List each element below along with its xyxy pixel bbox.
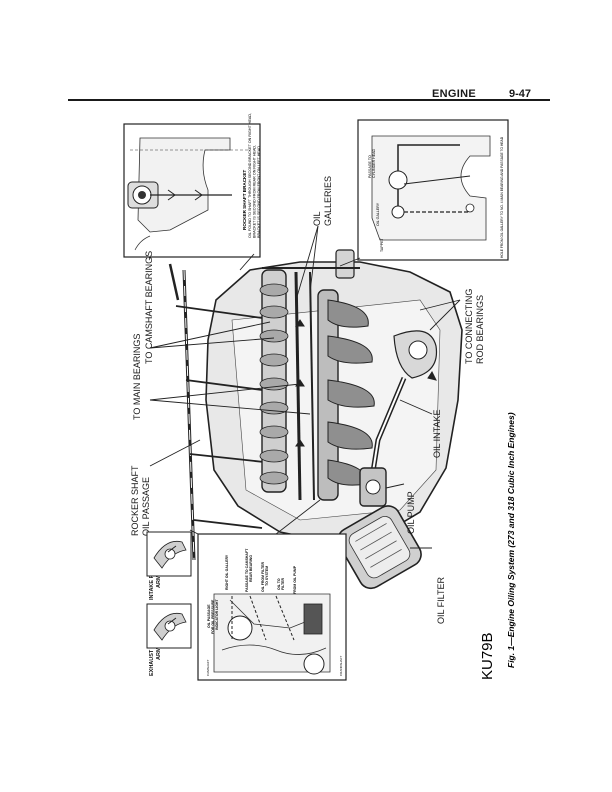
- header-rule: [68, 99, 550, 101]
- block-label-right-gallery: RIGHT OIL GALLERY: [225, 554, 229, 590]
- header-section-title: ENGINE: [432, 88, 476, 100]
- label-rod-bearings: ROD BEARINGS: [475, 295, 485, 364]
- block-label-from-oil-pump: FROM OIL PUMP: [293, 565, 297, 594]
- header-page-number: 9-47: [509, 88, 532, 100]
- gallery-label-passage: PASSAGE TO: [368, 155, 372, 178]
- label-oil-passage: OIL PASSAGE: [141, 477, 151, 536]
- label-oil: OIL: [312, 211, 322, 226]
- gallery-note: HOLE FROM OIL GALLERY TO NO. 4 MAIN BEAR…: [500, 136, 504, 258]
- label-to-main-bearings: TO MAIN BEARINGS: [132, 334, 142, 420]
- inset-oil-gallery: PASSAGE TO CYLINDER HEAD OIL GALLERY TAP…: [357, 119, 509, 261]
- label-galleries: GALLERIES: [323, 176, 333, 226]
- inset-block-section: OIL PASSAGE FOR OIL PRESSURE INDICATOR L…: [197, 533, 347, 681]
- label-intake-arms: ARMS: [156, 571, 162, 588]
- block-label-oil-from-filter: OIL FROM FILTER: [261, 562, 265, 592]
- block-label-to-system: TO SYSTEM: [265, 566, 269, 586]
- block-label-oil-to: OIL TO: [277, 578, 281, 590]
- gallery-label-head: CYLINDER HEAD: [372, 148, 376, 178]
- block-label-indicator: INDICATOR LIGHT: [215, 599, 219, 630]
- gallery-label-tappet: TAPPET: [380, 237, 384, 252]
- label-intake-rocker: INTAKE ROCKER: [149, 555, 155, 600]
- label-oil-intake: OIL INTAKE: [432, 409, 442, 458]
- label-to-connecting: TO CONNECTING: [464, 289, 474, 364]
- bracket-note-3: BRACKET IS SECOND FROM FRONT ON LEFT HEA…: [257, 145, 261, 238]
- bracket-note-1: OIL FOUND TO SHAFT THROUGH SECOND BRACKE…: [248, 113, 252, 238]
- inset-rocker-shaft-bracket: ROCKER SHAFT BRACKET OIL FOUND TO SHAFT …: [123, 113, 261, 258]
- gallery-label-oil-gallery: OIL GALLERY: [376, 202, 380, 226]
- inset-rocker-arms: [146, 531, 192, 649]
- label-to-camshaft-bearings: TO CAMSHAFT BEARINGS: [144, 251, 154, 364]
- label-oil-filter: OIL FILTER: [436, 576, 446, 624]
- engine-assembly: [168, 249, 463, 590]
- figure-code: KU79B: [479, 632, 496, 680]
- block-small-crankshaft: CRANKSHAFT: [339, 655, 343, 676]
- block-label-passage-camshaft: PASSAGE TO CAMSHAFT: [245, 548, 249, 592]
- block-label-rear-bearing: REAR BEARING: [249, 555, 253, 582]
- block-small-camshaft: CAMSHAFT: [206, 659, 210, 676]
- block-label-oil-passage: OIL PASSAGE: [207, 604, 211, 628]
- leader-lines: [149, 225, 461, 549]
- label-oil-pump: OIL PUMP: [406, 491, 416, 534]
- label-rocker-shaft: ROCKER SHAFT: [130, 465, 140, 536]
- figure-caption: Fig. 1—Engine Oiling System (273 and 318…: [506, 412, 516, 668]
- block-label-filter: FILTER: [281, 578, 285, 590]
- label-exhaust-arms: ARMS: [156, 643, 162, 660]
- block-label-pressure: FOR OIL PRESSURE: [211, 599, 215, 634]
- bracket-title: ROCKER SHAFT BRACKET: [242, 170, 247, 230]
- callout-labels: OIL GALLERIES TO CAMSHAFT BEARINGS TO MA…: [130, 176, 485, 676]
- bracket-note-2: BRACKET IS SECOND FROM REAR ON RIGHT HEA…: [253, 145, 257, 238]
- label-exhaust-rocker: EXHAUST ROCKER: [149, 624, 155, 676]
